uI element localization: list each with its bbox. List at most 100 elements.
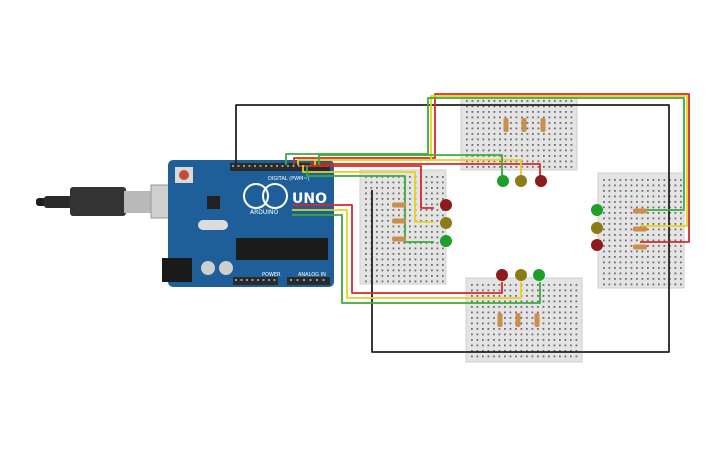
breadboard-hole[interactable] <box>520 306 523 308</box>
breadboard-hole[interactable] <box>532 105 534 108</box>
breadboard-hole[interactable] <box>570 339 572 341</box>
breadboard-hole[interactable] <box>608 267 611 269</box>
breadboard-hole[interactable] <box>436 176 439 178</box>
breadboard-hole[interactable] <box>625 261 627 264</box>
breadboard-hole[interactable] <box>559 295 561 297</box>
breadboard-hole[interactable] <box>515 133 518 135</box>
breadboard-hole[interactable] <box>570 344 572 347</box>
breadboard-hole[interactable] <box>515 344 517 347</box>
breadboard-hole[interactable] <box>641 267 644 269</box>
breadboard-hole[interactable] <box>515 355 517 358</box>
breadboard-hole[interactable] <box>543 105 545 108</box>
breadboard-hole[interactable] <box>509 333 512 336</box>
breadboard-hole[interactable] <box>471 122 474 124</box>
breadboard-hole[interactable] <box>614 217 616 220</box>
breadboard-hole[interactable] <box>603 206 605 209</box>
breadboard-hole[interactable] <box>509 355 512 358</box>
breadboard-hole[interactable] <box>537 160 540 163</box>
breadboard-hole[interactable] <box>652 201 655 203</box>
breadboard-hole[interactable] <box>559 155 562 157</box>
breadboard-hole[interactable] <box>476 350 479 352</box>
breadboard-hole[interactable] <box>482 344 484 347</box>
breadboard-hole[interactable] <box>520 350 523 352</box>
breadboard-hole[interactable] <box>570 166 573 168</box>
wire-red[interactable] <box>299 165 434 209</box>
breadboard-hole[interactable] <box>647 261 649 264</box>
breadboard-hole[interactable] <box>487 284 490 286</box>
breadboard-hole[interactable] <box>680 184 682 187</box>
analog-pin[interactable] <box>309 279 312 281</box>
breadboard-hole[interactable] <box>482 328 484 330</box>
breadboard-hole[interactable] <box>658 278 660 280</box>
breadboard-hole[interactable] <box>387 275 389 277</box>
breadboard-hole[interactable] <box>376 264 378 266</box>
breadboard-hole[interactable] <box>442 231 444 233</box>
led-north-red[interactable] <box>535 175 547 187</box>
breadboard-hole[interactable] <box>663 190 666 192</box>
breadboard-hole[interactable] <box>647 212 649 214</box>
breadboard-hole[interactable] <box>466 133 468 135</box>
breadboard-hole[interactable] <box>482 138 485 141</box>
breadboard-hole[interactable] <box>442 214 444 217</box>
wire-red[interactable] <box>293 93 690 243</box>
breadboard-hole[interactable] <box>680 272 682 275</box>
breadboard-hole[interactable] <box>493 284 495 286</box>
breadboard-hole[interactable] <box>674 234 677 236</box>
breadboard-hole[interactable] <box>381 253 384 255</box>
breadboard-hole[interactable] <box>575 322 578 325</box>
breadboard-hole[interactable] <box>520 355 523 358</box>
breadboard-hole[interactable] <box>570 105 573 108</box>
breadboard-hole[interactable] <box>559 289 561 292</box>
breadboard-hole[interactable] <box>482 300 484 303</box>
breadboard-hole[interactable] <box>575 344 578 347</box>
digital-pin[interactable] <box>281 165 284 167</box>
breadboard-hole[interactable] <box>504 160 507 163</box>
breadboard-hole[interactable] <box>515 166 518 168</box>
led-south-green[interactable] <box>533 269 545 281</box>
breadboard-hole[interactable] <box>499 105 501 108</box>
breadboard-hole[interactable] <box>471 339 473 341</box>
breadboard-hole[interactable] <box>409 181 411 184</box>
breadboard-hole[interactable] <box>652 261 655 264</box>
breadboard-hole[interactable] <box>537 344 539 347</box>
breadboard-hole[interactable] <box>603 184 605 187</box>
breadboard-hole[interactable] <box>641 278 644 280</box>
breadboard-hole[interactable] <box>658 201 660 203</box>
breadboard-hole[interactable] <box>515 311 517 314</box>
breadboard-hole[interactable] <box>531 339 534 341</box>
breadboard-hole[interactable] <box>509 339 512 341</box>
breadboard-hole[interactable] <box>559 344 561 347</box>
breadboard-hole[interactable] <box>565 166 567 168</box>
power-pin[interactable] <box>268 279 270 281</box>
breadboard-hole[interactable] <box>493 311 495 314</box>
breadboard-hole[interactable] <box>603 195 605 198</box>
breadboard-hole[interactable] <box>636 217 638 220</box>
breadboard-hole[interactable] <box>619 179 622 181</box>
breadboard-hole[interactable] <box>425 236 428 239</box>
breadboard-hole[interactable] <box>431 203 433 206</box>
breadboard-hole[interactable] <box>570 317 572 319</box>
breadboard-hole[interactable] <box>365 280 367 283</box>
breadboard-hole[interactable] <box>498 333 501 336</box>
breadboard-hole[interactable] <box>493 344 495 347</box>
breadboard-hole[interactable] <box>652 272 655 275</box>
breadboard-hole[interactable] <box>614 256 616 258</box>
breadboard-hole[interactable] <box>487 339 490 341</box>
breadboard-hole[interactable] <box>510 138 512 141</box>
breadboard-north[interactable] <box>460 93 578 171</box>
wire-green[interactable] <box>285 97 685 211</box>
breadboard-hole[interactable] <box>630 239 633 242</box>
breadboard-hole[interactable] <box>376 269 378 272</box>
breadboard-hole[interactable] <box>504 339 506 341</box>
breadboard-hole[interactable] <box>542 350 545 352</box>
breadboard-hole[interactable] <box>559 166 562 168</box>
breadboard-hole[interactable] <box>381 247 384 250</box>
breadboard-hole[interactable] <box>499 100 501 102</box>
breadboard-hole[interactable] <box>436 242 439 244</box>
breadboard-hole[interactable] <box>570 300 572 303</box>
breadboard-hole[interactable] <box>575 284 578 286</box>
breadboard-hole[interactable] <box>510 100 512 102</box>
breadboard-hole[interactable] <box>674 256 677 258</box>
breadboard-hole[interactable] <box>603 272 605 275</box>
breadboard-hole[interactable] <box>420 209 422 211</box>
